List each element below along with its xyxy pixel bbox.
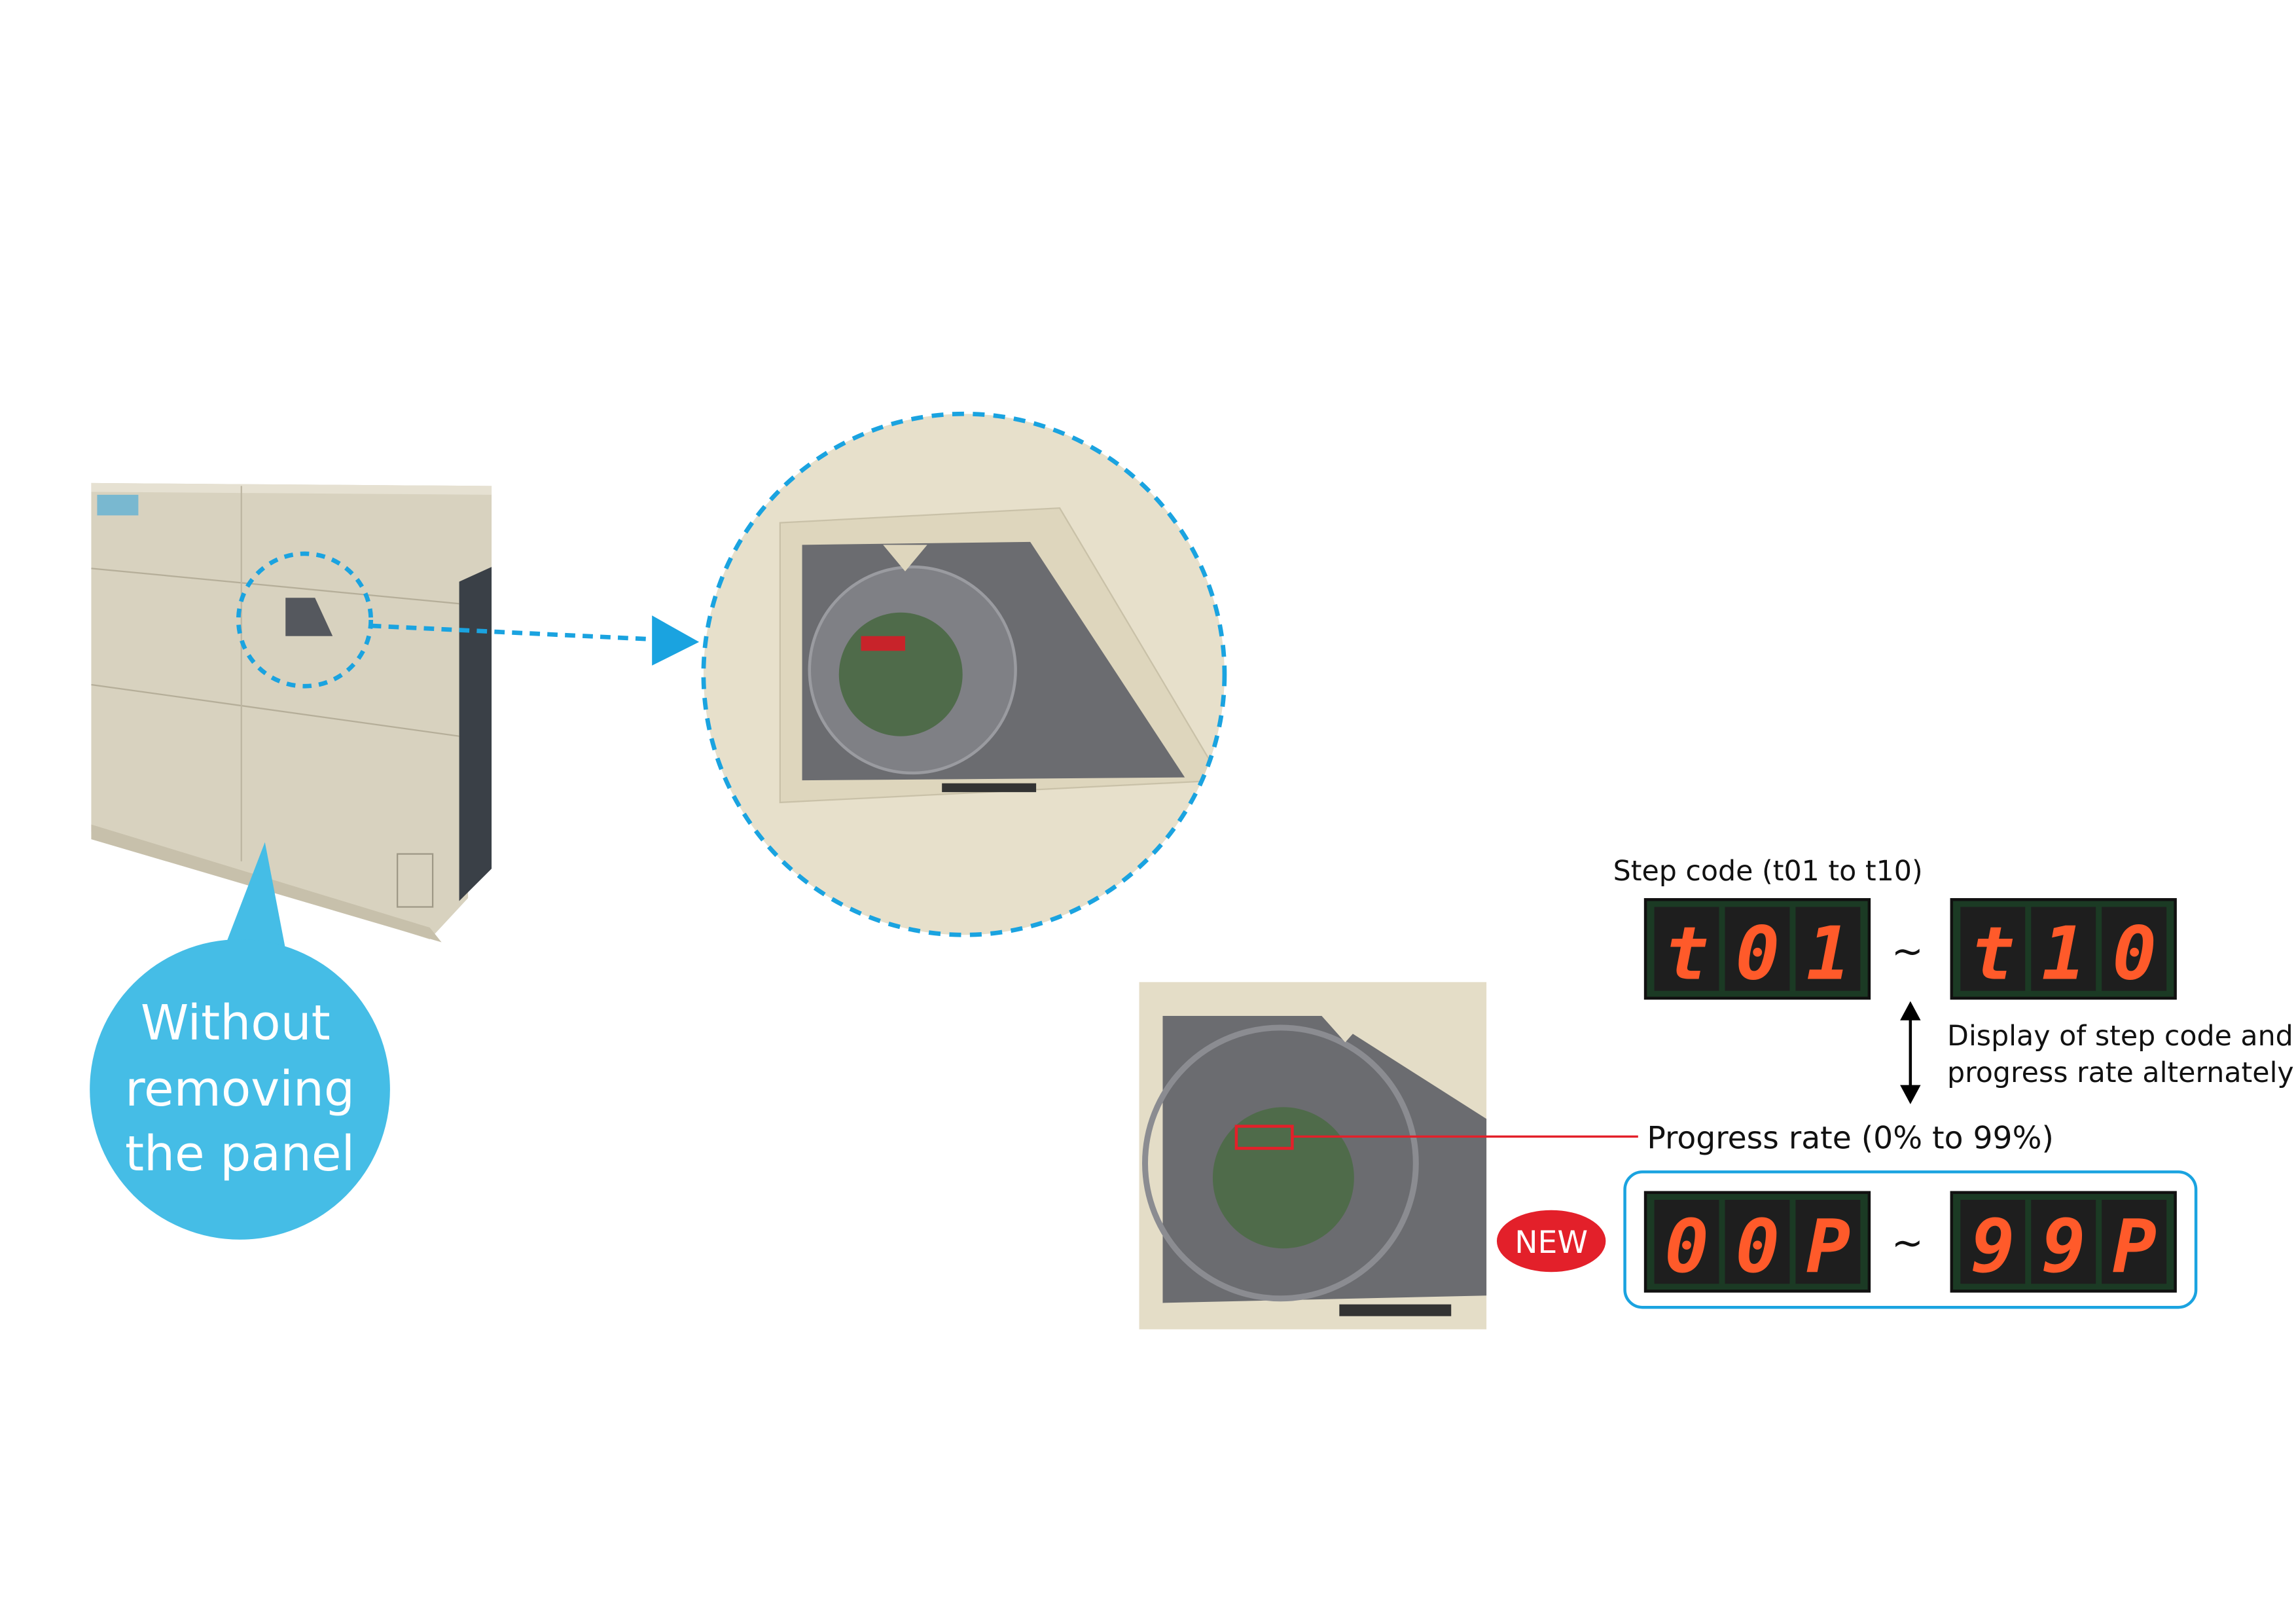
display-value: 00P <box>1664 1204 1876 1290</box>
alternate-note-line-2: progress rate alternately <box>1947 1056 2294 1089</box>
display-step-code-to: t10 <box>1950 898 2183 1000</box>
callout-bubble: Without removing the panel <box>90 842 390 1240</box>
display-progress-from: 00P <box>1643 1191 1876 1293</box>
alternate-note-line-1: Display of step code and <box>1947 1020 2293 1053</box>
progress-rate-label: Progress rate (0% to 99%) <box>1647 1120 2054 1156</box>
zoom-circle-outline <box>701 411 1227 937</box>
step-tilde: ~ <box>1892 929 1924 973</box>
zoomed-access-panel-image <box>703 414 1225 935</box>
new-badge-text: NEW <box>1515 1225 1588 1261</box>
display-step-code-from: t01 <box>1643 898 1876 1000</box>
new-feature-box <box>1623 1170 2198 1309</box>
outdoor-unit-image <box>91 482 492 943</box>
bubble-line-1: Without <box>141 995 331 1051</box>
zoom-connector-line <box>370 623 648 641</box>
alternate-arrow-icon <box>1900 1001 1921 1104</box>
pcb-photo <box>1139 982 1487 1329</box>
highlight-circle <box>236 551 374 689</box>
progress-tilde: ~ <box>1892 1220 1924 1265</box>
new-badge <box>1496 1210 1606 1272</box>
display-value: 99P <box>1971 1204 2183 1290</box>
step-code-label: Step code (t01 to t10) <box>1613 855 1923 888</box>
arrow-right-icon <box>652 615 700 666</box>
display-progress-to: 99P <box>1950 1191 2183 1293</box>
access-window <box>285 598 333 636</box>
display-value: t01 <box>1664 911 1876 997</box>
display-value: t10 <box>1971 911 2183 997</box>
bubble-line-2: removing <box>125 1061 355 1117</box>
bubble-line-3: the panel <box>125 1126 355 1182</box>
brand-logo <box>97 494 139 516</box>
